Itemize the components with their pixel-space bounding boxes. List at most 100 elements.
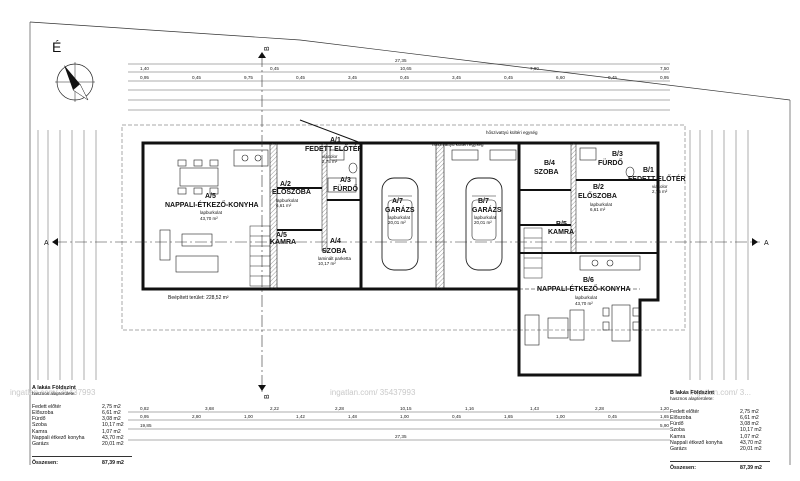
section-label-a-right: A xyxy=(764,240,769,247)
svg-text:43,70 m²: 43,70 m² xyxy=(575,301,593,306)
svg-text:hőszivattyú kültéri egység: hőszivattyú kültéri egység xyxy=(486,130,538,135)
dimension-label: 10,15 xyxy=(400,406,412,411)
car-icon xyxy=(381,177,419,271)
svg-text:lapburkolat: lapburkolat xyxy=(590,202,613,207)
svg-text:A/3: A/3 xyxy=(340,177,351,184)
room-label-a1: A/1 FEDETT ELŐTÉR viacolor 2,75 m² xyxy=(305,137,363,164)
svg-text:6,61 m²: 6,61 m² xyxy=(276,203,292,208)
room-label-a55: A/5 KAMRA xyxy=(270,232,296,246)
dimension-label: 9,75 xyxy=(244,75,253,80)
dimension-label: 2,28 xyxy=(335,406,344,411)
dimension-label: 1,00 xyxy=(556,414,565,419)
section-label-b-top: B xyxy=(264,46,271,51)
svg-text:NAPPALI-ÉTKEZŐ-KONYHA: NAPPALI-ÉTKEZŐ-KONYHA xyxy=(165,200,259,209)
dimension-label: 0,45 xyxy=(504,75,513,80)
svg-text:GARÁZS: GARÁZS xyxy=(472,205,502,214)
watermark: ingatlan.com/ 35437993 xyxy=(330,388,416,397)
area-table-b: B lakás Földszint hasznos alapterülete: … xyxy=(670,390,770,471)
svg-text:FÜRDŐ: FÜRDŐ xyxy=(598,158,623,167)
svg-text:KAMRA: KAMRA xyxy=(548,229,574,236)
svg-text:A/2: A/2 xyxy=(280,181,291,188)
bathroom-fixture-icon xyxy=(579,147,635,178)
dimension-label: 0,95 xyxy=(660,75,669,80)
svg-text:lapburkolat: lapburkolat xyxy=(276,198,299,203)
section-arrow-icon xyxy=(258,385,266,391)
room-label-b6: B/6 NAPPALI-ÉTKEZŐ-KONYHA lapburkolat 43… xyxy=(537,277,631,306)
dimension-label: 10,65 xyxy=(400,66,412,71)
table-subtitle: hasznos alapterülete: xyxy=(32,391,76,397)
dimension-label: 1,16 xyxy=(465,406,474,411)
dimension-label: 1,65 xyxy=(660,414,669,419)
dimension-label: 6,60 xyxy=(556,75,565,80)
dimension-label: 2,80 xyxy=(192,414,201,419)
svg-text:43,70 m²: 43,70 m² xyxy=(200,216,218,221)
dimension-label: 5,90 xyxy=(660,423,669,428)
sofa-icon xyxy=(524,309,585,346)
svg-text:hőszivattyú kültéri egység: hőszivattyú kültéri egység xyxy=(432,142,484,147)
dimension-label: 1,65 xyxy=(504,414,513,419)
stairs-icon xyxy=(523,227,543,279)
room-label-a3: A/3 FÜRDŐ xyxy=(333,177,358,193)
dining-table-icon xyxy=(602,304,640,342)
section-label-b-bottom: B xyxy=(264,394,271,399)
dimension-label: 3,68 xyxy=(205,406,214,411)
room-label-a4: A/4 SZOBA laminált parketta 10,17 m² xyxy=(318,238,352,266)
property-boundary xyxy=(29,21,791,101)
dimension-label: 19,85 xyxy=(140,423,152,428)
heat-pump-unit-icon: hőszivattyú kültéri egység xyxy=(486,130,538,161)
svg-text:KAMRA: KAMRA xyxy=(270,239,296,246)
sofa-icon xyxy=(159,229,219,273)
built-area-label: Beépített terület: 228,52 m² xyxy=(168,295,229,301)
dimension-label: 0,95 xyxy=(140,75,149,80)
dimension-label: 2,22 xyxy=(270,406,279,411)
top-dimension-lines xyxy=(128,63,670,111)
area-table-a: A lakás Földszint hasznos alapterülete: … xyxy=(32,385,132,466)
overall-dimension-top: 27,35 xyxy=(395,58,407,63)
right-dimension-lines xyxy=(689,130,749,380)
dining-table-icon xyxy=(177,159,219,195)
dimension-label: 1,20 xyxy=(660,406,669,411)
svg-text:10,17 m²: 10,17 m² xyxy=(318,261,336,266)
watermark: ingatlan.com/ 35437993 xyxy=(10,388,96,397)
dimension-label: 0,45 xyxy=(400,75,409,80)
bathroom-fixture-icon xyxy=(327,149,358,193)
section-label-a-left: A xyxy=(44,240,49,247)
svg-text:A/4: A/4 xyxy=(330,238,341,245)
dimension-label: 2,28 xyxy=(595,406,604,411)
room-label-a5: A/5 NAPPALI-ÉTKEZŐ-KONYHA lapburkolat 43… xyxy=(165,193,259,221)
room-label-b1: B/1 FEDETT ELŐTÉR viacolor 2,75 m² xyxy=(628,167,686,194)
svg-text:B/3: B/3 xyxy=(612,151,623,158)
dimension-label: 0,45 xyxy=(270,66,279,71)
dimension-label: 0,45 xyxy=(452,414,461,419)
svg-text:A/5: A/5 xyxy=(205,193,216,200)
dimension-label: 0,45 xyxy=(296,75,305,80)
section-arrow-icon xyxy=(258,52,266,58)
room-label-b4: B/4 SZOBA xyxy=(534,160,559,176)
svg-text:A/7: A/7 xyxy=(392,198,403,205)
table-subtitle: hasznos alapterülete: xyxy=(670,396,714,402)
room-label-a2: A/2 ELŐSZOBA lapburkolat 6,61 m² xyxy=(272,181,311,208)
north-arrow-icon xyxy=(55,62,95,102)
dimension-label: 7,80 xyxy=(530,66,539,71)
svg-text:B/5: B/5 xyxy=(556,221,567,228)
heat-pump-unit-icon: hőszivattyú kültéri egység xyxy=(432,142,484,161)
svg-text:SZOBA: SZOBA xyxy=(534,169,559,176)
svg-text:ELŐSZOBA: ELŐSZOBA xyxy=(272,187,311,196)
dimension-label: 0,45 xyxy=(608,75,617,80)
dimension-label: 3,45 xyxy=(348,75,357,80)
svg-text:NAPPALI-ÉTKEZŐ-KONYHA: NAPPALI-ÉTKEZŐ-KONYHA xyxy=(537,284,631,293)
overall-dimension-bottom: 27,35 xyxy=(395,434,407,439)
